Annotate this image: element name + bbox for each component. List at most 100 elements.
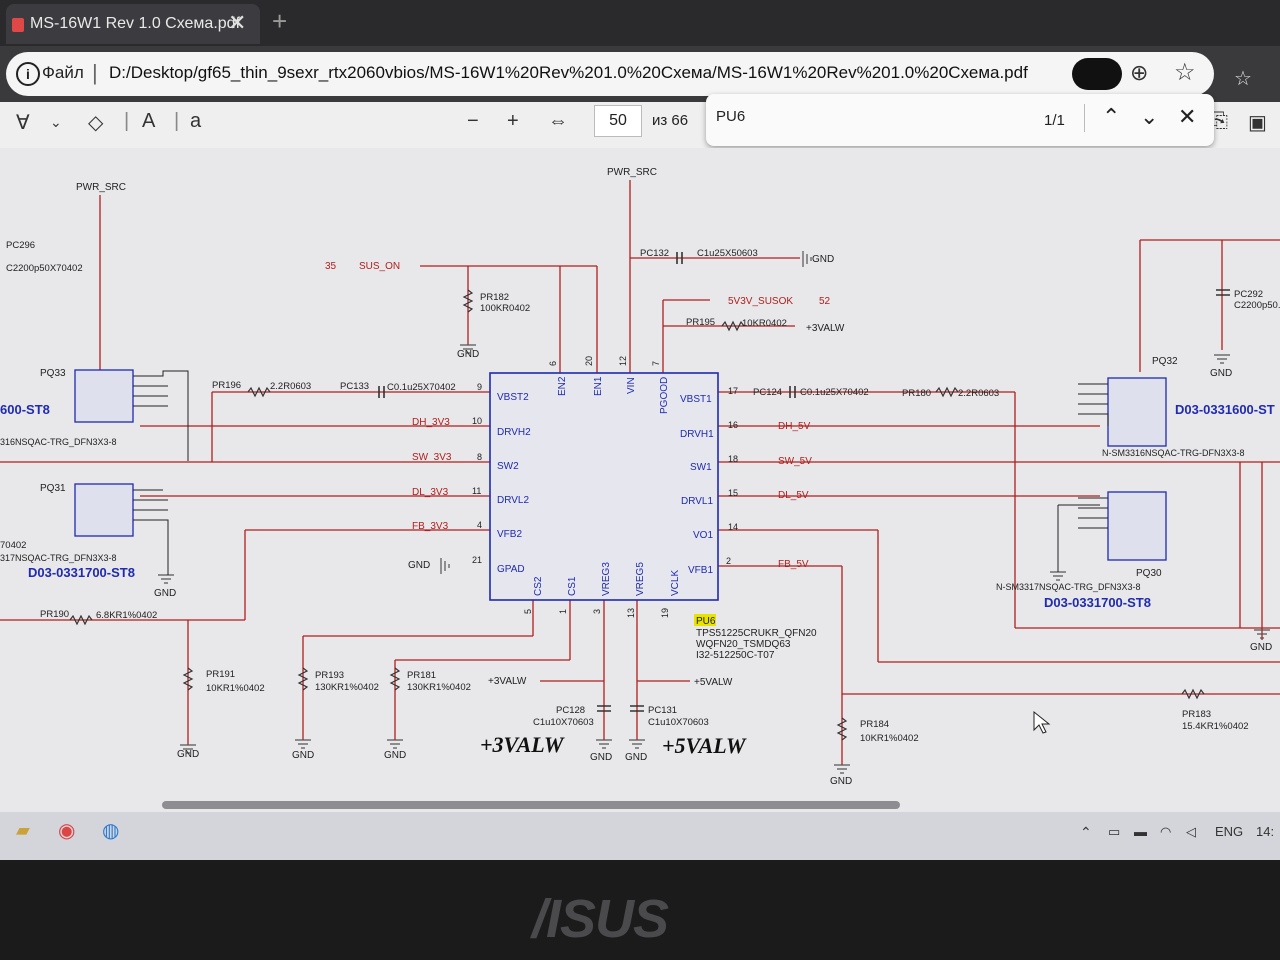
net-gnd-right: GND	[1250, 642, 1272, 653]
net-gnd-pr181: GND	[384, 750, 406, 761]
find-input[interactable]: PU6	[716, 108, 746, 125]
chrome-icon[interactable]: ◉	[58, 820, 76, 842]
wifi-icon[interactable]: ◠	[1160, 824, 1172, 839]
pin-number-12: 12	[618, 356, 628, 366]
ref-pq33: PQ33	[40, 368, 66, 379]
info-icon[interactable]: i	[16, 62, 40, 86]
ic-code: I32-512250C-T07	[696, 650, 775, 661]
ref-pc128: PC128	[556, 705, 585, 716]
pin-number-9: 9	[477, 382, 482, 392]
find-previous-icon[interactable]: ⌃	[1102, 104, 1121, 129]
pin-number-10: 10	[472, 416, 482, 426]
val-pr181: 130KR1%0402	[407, 682, 471, 693]
val-pr195: 10KR0402	[742, 318, 787, 329]
pin-label-gpad: GPAD	[497, 564, 525, 575]
save-as-icon[interactable]: ⎘	[1212, 110, 1228, 132]
translate-icon[interactable]: a	[190, 110, 202, 132]
ic-ref: PU6	[696, 616, 716, 627]
schematic: PWR_SRC PWR_SRC SUS_ON 35 5V3V_SUSOK 52 …	[0, 167, 1280, 787]
pin-label-vfb1: VFB1	[688, 565, 713, 576]
zoom-icon[interactable]: ⊕	[1130, 60, 1149, 85]
pin-number-3: 3	[592, 609, 602, 614]
zoom-out-icon[interactable]: −	[467, 110, 479, 132]
new-tab-icon[interactable]: +	[272, 6, 288, 36]
net-sw-3v3: SW_3V3	[412, 452, 452, 463]
pin-label-cs1: CS1	[567, 576, 578, 596]
mosfets	[74, 369, 1167, 561]
horizontal-scrollbar[interactable]	[162, 801, 900, 809]
address-url[interactable]: D:/Desktop/gf65_thin_9sexr_rtx2060vbios/…	[109, 63, 1028, 82]
net-gnd-pc128: GND	[590, 752, 612, 763]
address-separator: |	[92, 60, 98, 85]
pkg-pq31: 317NSQAC-TRG_DFN3X3-8	[0, 553, 117, 563]
net-gnd-pc292: GND	[1210, 368, 1232, 379]
net-sus-on: SUS_ON	[359, 261, 400, 272]
ic-pu6-body	[489, 372, 719, 601]
address-field[interactable]: i Файл | D:/Desktop/gf65_thin_9sexr_rtx2…	[6, 52, 1214, 96]
pin-number-17: 17	[728, 386, 738, 396]
pdf-canvas[interactable]: PWR_SRC PWR_SRC SUS_ON 35 5V3V_SUSOK 52 …	[0, 148, 1280, 812]
tab-pdf[interactable]: MS-16W1 Rev 1.0 Схема.pdf ✕	[6, 4, 260, 44]
ground-symbols	[158, 251, 1270, 774]
tab-strip: MS-16W1 Rev 1.0 Схема.pdf ✕ +	[0, 0, 1280, 46]
taskbar: ▰ ◉ ◍ ⌃ ▭ ▬ ◠ ◁ ENG 14:	[0, 812, 1280, 860]
chevron-up-icon[interactable]: ⌃	[1080, 824, 1092, 840]
net-gnd-gpad: GND	[408, 560, 430, 571]
close-icon[interactable]: ✕	[228, 10, 247, 35]
file-explorer-icon[interactable]: ▰	[16, 820, 30, 840]
meet-icon[interactable]: ▭	[1108, 824, 1121, 839]
edge-icon[interactable]: ◍	[102, 820, 120, 842]
net-dh-5v: DH_5V	[778, 421, 811, 432]
language-indicator[interactable]: ENG	[1215, 824, 1244, 839]
net-gnd-pr191: GND	[177, 749, 199, 760]
part-pq33: 600-ST8	[0, 402, 50, 417]
part-pq31: D03-0331700-ST8	[28, 565, 135, 580]
favorites-icon[interactable]: ☆	[1234, 68, 1252, 90]
address-bar: i Файл | D:/Desktop/gf65_thin_9sexr_rtx2…	[0, 46, 1280, 102]
net-sus-on-number: 35	[325, 261, 337, 272]
find-next-icon[interactable]: ⌄	[1140, 104, 1159, 129]
val-pr196: 2.2R0603	[270, 381, 311, 392]
ic-pin-labels: VBST2 DRVH2 SW2 DRVL2 VFB2 GPAD VBST1 DR…	[497, 376, 714, 596]
volume-icon[interactable]: ◁	[1186, 824, 1196, 839]
ref-pr180: PR180	[902, 388, 931, 399]
val-pr191: 10KR1%0402	[206, 683, 265, 694]
draw-icon[interactable]: ∀	[16, 112, 30, 134]
net-fb-3v3: FB_3V3	[412, 521, 449, 532]
pin-number-7: 7	[651, 361, 661, 366]
net-gnd-pr184: GND	[830, 776, 852, 787]
pin-number-19: 19	[660, 608, 670, 618]
pkg-pq33: 316NSQAC-TRG_DFN3X3-8	[0, 437, 117, 447]
ic-info: PU6 TPS51225CRUKR_QFN20 WQFN20_TSMDQ63 I…	[696, 616, 817, 661]
pin-label-sw1: SW1	[690, 462, 712, 473]
page-number-input[interactable]: 50	[594, 105, 642, 137]
ref-pc131: PC131	[648, 705, 677, 716]
ref-pc292: PC292	[1234, 289, 1263, 300]
eraser-icon[interactable]: ◇	[88, 112, 104, 134]
pin-label-sw2: SW2	[497, 461, 519, 472]
pin-number-6: 6	[548, 361, 558, 366]
chevron-down-icon[interactable]: ⌄	[50, 114, 62, 130]
toolbar-divider: |	[174, 110, 180, 132]
fit-width-icon[interactable]: ⇔	[548, 110, 568, 132]
battery-icon[interactable]: ▬	[1134, 824, 1147, 839]
star-icon[interactable]: ☆	[1174, 59, 1196, 86]
pin-label-vreg3: VREG3	[601, 562, 612, 596]
pin-number-8: 8	[477, 452, 482, 462]
find-panel: PU6 1/1 ⌃ ⌄ ✕	[706, 94, 1214, 146]
save-icon[interactable]: ▣	[1248, 112, 1267, 134]
mosfet-pins	[133, 370, 1109, 575]
net-gnd-pq31: GND	[154, 588, 176, 599]
zoom-in-icon[interactable]: +	[507, 110, 519, 132]
read-aloud-icon[interactable]: A	[142, 110, 156, 132]
net-labels: PWR_SRC PWR_SRC SUS_ON 35 5V3V_SUSOK 52 …	[76, 167, 1272, 787]
component-labels: PC132 C1u25X50603 PR182 100KR0402 PR195 …	[0, 240, 1280, 744]
close-find-icon[interactable]: ✕	[1178, 104, 1197, 129]
net-gnd-pc131: GND	[625, 752, 647, 763]
clock[interactable]: 14:	[1256, 824, 1275, 839]
ref-pr191: PR191	[206, 669, 235, 680]
extension-button[interactable]	[1072, 58, 1122, 90]
pin-label-vfb2: VFB2	[497, 529, 522, 540]
ref-pr193: PR193	[315, 670, 344, 681]
ref-pr183: PR183	[1182, 709, 1211, 720]
